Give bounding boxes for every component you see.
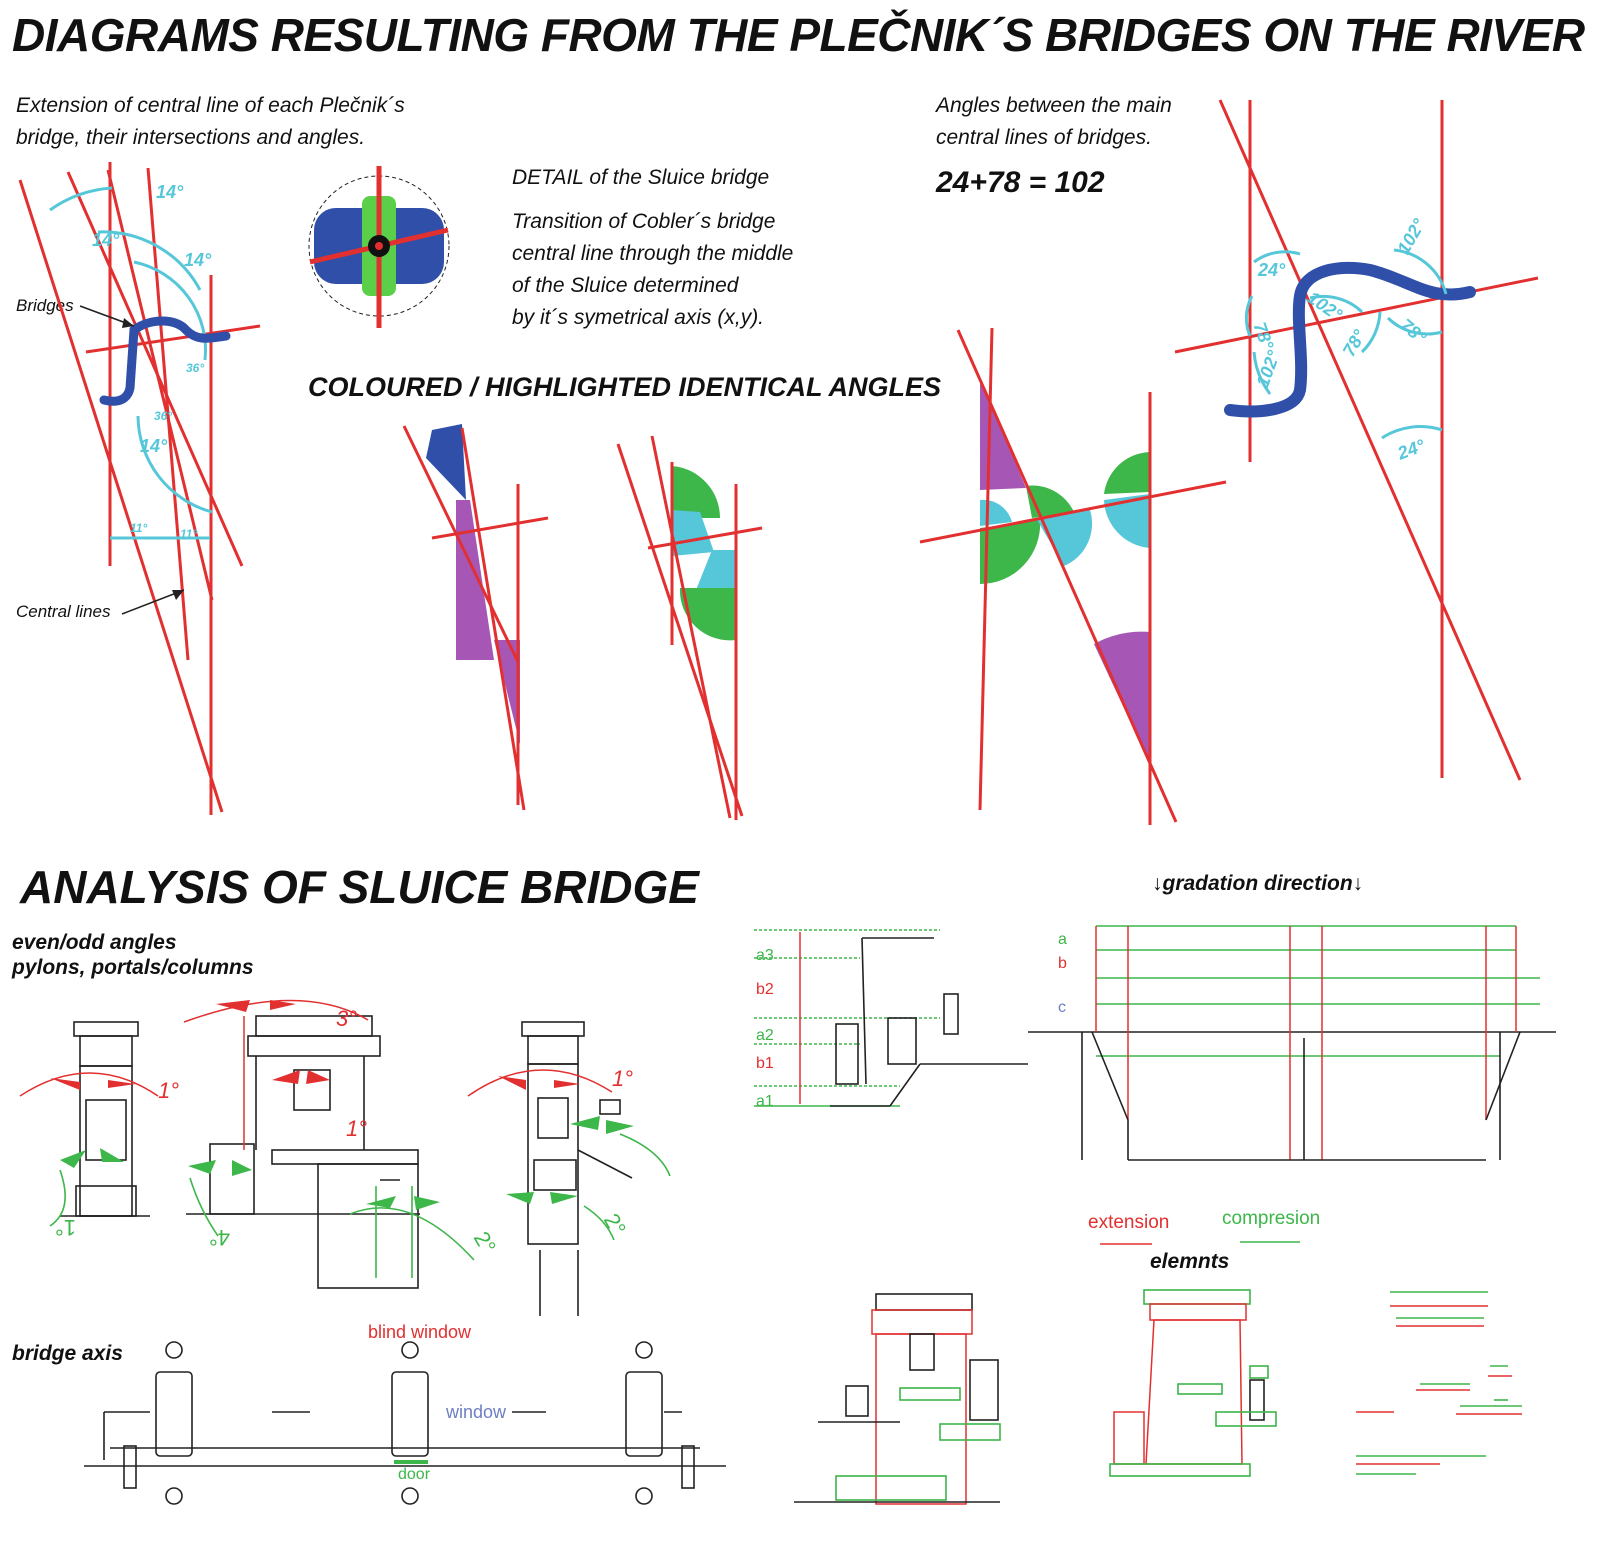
svg-text:14°: 14°	[156, 182, 184, 202]
svg-text:14°: 14°	[184, 250, 212, 270]
svg-text:1°: 1°	[346, 1116, 367, 1141]
svg-text:102°: 102°	[1252, 347, 1284, 390]
gradation-right: a b c	[1028, 925, 1556, 1161]
bridge-axis-plan	[84, 1341, 726, 1505]
window-label: window	[446, 1402, 507, 1422]
svg-text:78°: 78°	[1249, 320, 1277, 353]
svg-text:2°: 2°	[469, 1227, 501, 1258]
elements-arrows	[1100, 1241, 1300, 1245]
extension-label: extension	[1088, 1212, 1170, 1233]
svg-text:24°: 24°	[1257, 260, 1286, 280]
left-caption: Extension of central line of each Plečni…	[16, 94, 405, 149]
elements-elevation-1	[794, 1293, 1001, 1505]
pylon-elevation-middle: 3° 1° 4° 2°	[183, 999, 501, 1289]
svg-text:102°: 102°	[1393, 215, 1429, 258]
elements-scatter	[1356, 1291, 1522, 1475]
compresion-label: compresion	[1222, 1208, 1321, 1229]
left-central-lines	[18, 162, 261, 815]
coloured-angles-3	[919, 327, 1227, 825]
svg-text:a1: a1	[756, 1093, 774, 1110]
left-bridge-path	[99, 316, 231, 406]
right-bridge-path	[1224, 261, 1476, 418]
svg-text:a2: a2	[756, 1027, 774, 1044]
pylon-elevation-left: 1° 1°	[19, 1021, 179, 1240]
blind-window-label: blind window	[368, 1322, 472, 1342]
right-central-lines	[1174, 99, 1539, 781]
svg-text:24°: 24°	[1394, 435, 1428, 464]
left-angle-arcs: 14° 14° 14° 36° 36° 14° 11° 11°	[49, 182, 213, 541]
gradation-left	[754, 929, 1028, 1107]
coloured-heading: COLOURED / HIGHLIGHTED IDENTICAL ANGLES	[308, 372, 942, 402]
right-angle-arcs: 24° 102° 102° 78° 102° 78° 78° 24°	[1244, 215, 1448, 464]
pylon-elevation-right: 1° 2°	[467, 1021, 671, 1316]
svg-text:11°: 11°	[180, 527, 197, 541]
elements-elevation-2	[1109, 1289, 1277, 1477]
svg-text:3°: 3°	[336, 1006, 357, 1031]
svg-text:78°: 78°	[1339, 326, 1370, 360]
door-label: door	[398, 1466, 431, 1483]
coloured-angles-2	[616, 435, 763, 820]
right-caption: Angles between the main central lines of…	[936, 94, 1172, 149]
gradation-heading: ↓gradation direction↓	[1152, 872, 1364, 895]
angle-equation: 24+78 = 102	[936, 166, 1105, 199]
coloured-angles-1	[402, 424, 549, 811]
page-title: DIAGRAMS RESULTING FROM THE PLEČNIK´S BR…	[12, 9, 1585, 61]
detail-heading: DETAIL of the Sluice bridge	[512, 166, 770, 189]
svg-text:1°: 1°	[158, 1078, 179, 1103]
elemnts-label: elemnts	[1150, 1250, 1230, 1273]
bridge-axis-label: bridge axis	[12, 1342, 123, 1365]
svg-text:b1: b1	[756, 1055, 774, 1072]
svg-text:a3: a3	[756, 947, 774, 964]
sluice-detail	[308, 166, 450, 328]
svg-text:c: c	[1058, 999, 1066, 1016]
svg-text:1°: 1°	[55, 1215, 76, 1240]
svg-text:b2: b2	[756, 981, 774, 998]
detail-text: Transition of Cobler´s bridge central li…	[512, 210, 794, 329]
svg-text:36°: 36°	[154, 409, 172, 423]
analysis-subtitle: even/odd angles pylons, portals/columns	[12, 931, 254, 979]
svg-text:14°: 14°	[140, 436, 168, 456]
svg-text:4°: 4°	[209, 1225, 230, 1250]
svg-text:2°: 2°	[599, 1209, 631, 1240]
left-pointers	[79, 305, 185, 615]
label-central-lines: Central lines	[16, 602, 111, 621]
svg-text:1°: 1°	[612, 1066, 633, 1091]
svg-text:36°: 36°	[186, 361, 204, 375]
svg-text:11°: 11°	[130, 521, 147, 535]
svg-text:14°: 14°	[92, 230, 120, 250]
gradation-left-labels: a3 b2 a2 b1 a1	[756, 947, 774, 1110]
svg-text:a: a	[1058, 931, 1067, 948]
svg-text:b: b	[1058, 955, 1067, 972]
analysis-heading: ANALYSIS OF SLUICE BRIDGE	[20, 861, 699, 913]
svg-text:78°: 78°	[1396, 315, 1430, 348]
